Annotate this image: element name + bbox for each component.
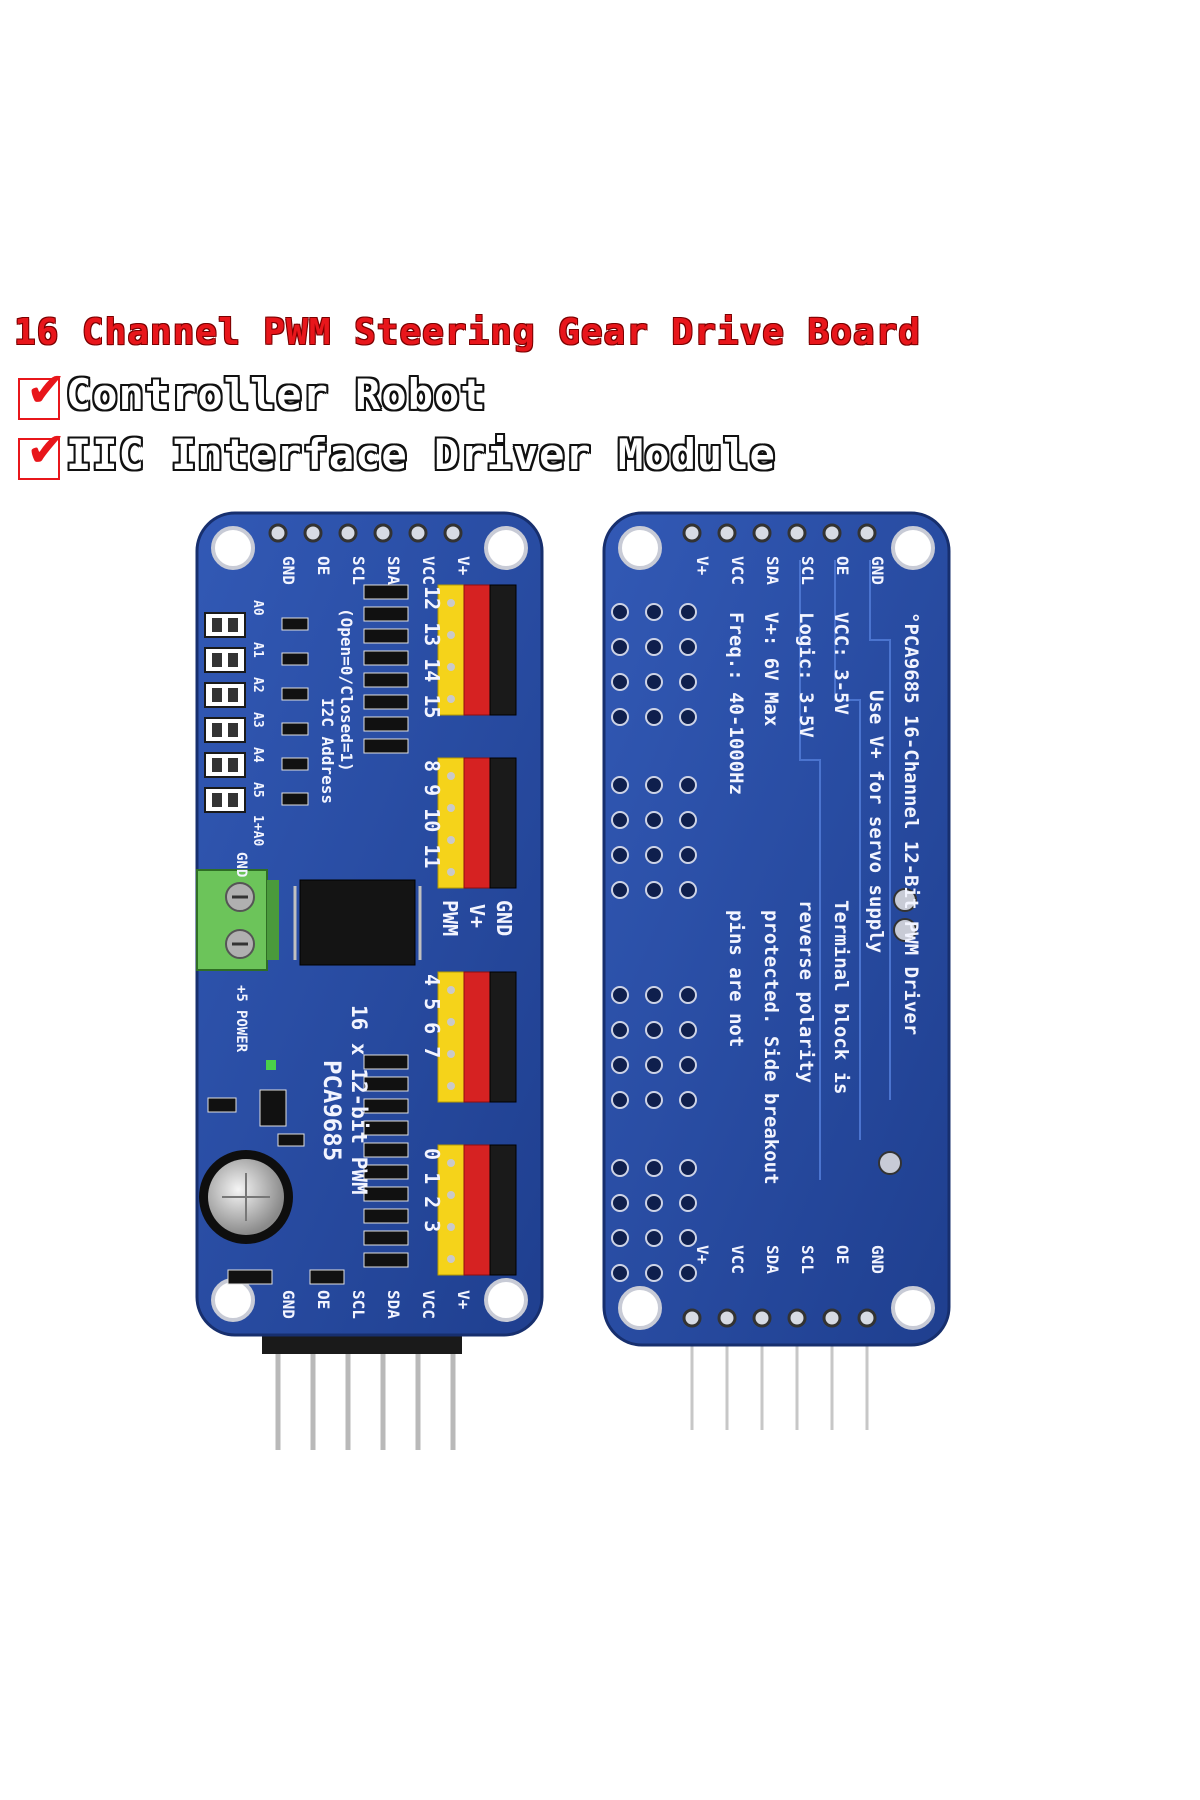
front-top-pin-label: SDA	[384, 556, 403, 585]
channel-group-label: 4 5 6 7	[420, 974, 444, 1058]
back-bottom-pin-label: V+	[693, 1245, 712, 1265]
front-bottom-pin-label: SDA	[384, 1290, 403, 1319]
back-spec-vcc: VCC: 3-5V	[830, 612, 852, 715]
back-text-line: pins are not	[725, 910, 747, 1047]
address-label: 1+A0	[250, 815, 265, 846]
capacitor	[199, 1150, 293, 1244]
address-label: A0	[250, 600, 265, 616]
front-bottom-pin-label: OE	[314, 1290, 333, 1309]
address-jumpers: A0 A1 A2 A3 A4 A5 1+A0 I2C Address (Open…	[204, 600, 356, 846]
back-spec-freq: Freq.: 40-1000Hz	[725, 612, 747, 795]
back-bottom-pin-label: SCL	[798, 1245, 817, 1274]
front-bottom-pin-label: VCC	[419, 1290, 438, 1319]
front-bottom-pin-label: V+	[454, 1290, 473, 1310]
back-text-line: protected. Side breakout	[760, 910, 782, 1185]
back-board: V+ VCC SDA SCL OE GND	[602, 511, 951, 1430]
address-note: (Open=0/Closed=1)	[337, 608, 356, 772]
channel-group-label: 8 9 10 11	[420, 760, 444, 868]
front-top-pin-label: V+	[454, 556, 473, 576]
address-label: A4	[250, 747, 265, 763]
servo-headers	[437, 584, 517, 1276]
terminal-block	[196, 869, 279, 971]
back-top-pin-label: V+	[693, 556, 712, 576]
header-label-pwm: PWM	[438, 900, 462, 936]
address-label: A3	[250, 712, 265, 728]
chip-label: PCA9685	[318, 1060, 346, 1161]
header-label-gnd: GND	[492, 900, 516, 936]
back-bottom-pin-label: SDA	[763, 1245, 782, 1274]
chip-caption: 16 x 12-bit PWM	[347, 1005, 371, 1195]
front-bottom-pin-label: SCL	[349, 1290, 368, 1319]
back-text-line: Terminal block is	[830, 900, 852, 1094]
back-bottom-pin-label: OE	[833, 1245, 852, 1264]
back-bottom-pin-label: VCC	[728, 1245, 747, 1274]
channel-group-label: 0 1 2 3	[420, 1148, 444, 1232]
terminal-label-gnd: GND	[233, 852, 249, 877]
product-headline: 16 Channel PWM Steering Gear Drive Board	[14, 312, 921, 353]
back-text-line: reverse polarity	[795, 900, 817, 1083]
feature-iic-interface: IIC Interface Driver Module	[66, 430, 776, 479]
checkmark-icon: ✔	[18, 426, 66, 480]
front-bottom-pin-label: GND	[279, 1290, 298, 1319]
front-top-pin-label: SCL	[349, 556, 368, 585]
back-top-pin-label: SDA	[763, 556, 782, 585]
back-top-pin-label: VCC	[728, 556, 747, 585]
front-header-pins	[262, 1326, 462, 1450]
terminal-label-plus5: +5	[233, 985, 249, 1002]
checkmark-icon: ✔	[18, 366, 66, 420]
address-label: A1	[250, 642, 265, 658]
back-top-pin-label: SCL	[798, 556, 817, 585]
back-text-line: Use V+ for servo supply	[865, 690, 887, 953]
back-top-pin-label: OE	[833, 556, 852, 575]
front-top-pin-label: VCC	[419, 556, 438, 585]
pca9685-chip	[293, 879, 422, 966]
power-label: POWER	[233, 1010, 249, 1053]
channel-group-label: 12 13 14 15	[420, 586, 444, 718]
back-top-pin-label: GND	[868, 556, 887, 585]
header-label-vplus: V+	[465, 904, 489, 928]
address-label: A2	[250, 677, 265, 693]
back-spec-logic: Logic: 3-5V	[795, 612, 817, 738]
back-bottom-pin-label: GND	[868, 1245, 887, 1274]
back-title: °PCA9685 16-Channel 12-Bit PWM Driver	[900, 612, 922, 1035]
address-label: A5	[250, 782, 265, 798]
front-top-pin-label: OE	[314, 556, 333, 575]
back-spec-vplus: V+: 6V Max	[760, 612, 782, 726]
back-solder-pads	[611, 603, 697, 1282]
feature-controller-robot: Controller Robot	[66, 370, 487, 419]
address-caption: I2C Address	[318, 698, 337, 804]
front-top-pin-label: GND	[279, 556, 298, 585]
resistor-networks	[363, 584, 409, 1268]
front-board: GND OE SCL SDA VCC V+	[195, 511, 544, 1450]
